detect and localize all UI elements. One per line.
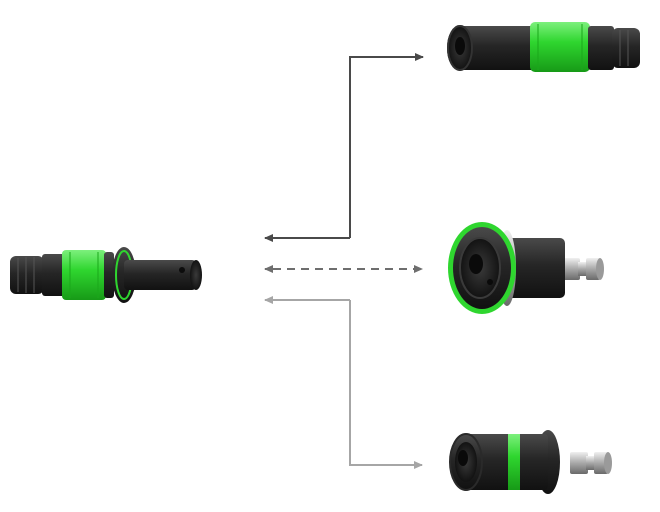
green-coupling-ring — [62, 250, 106, 300]
source-connector — [10, 247, 202, 303]
connection-to-panel-mount-rear — [264, 296, 423, 469]
green-coupling-ring — [530, 22, 590, 72]
target-panel-mount-flange — [448, 222, 604, 314]
green-band — [508, 434, 520, 490]
target-panel-mount-rear — [449, 430, 612, 494]
target-inline-receptacle — [447, 22, 640, 72]
connection-to-inline-receptacle — [264, 53, 424, 242]
